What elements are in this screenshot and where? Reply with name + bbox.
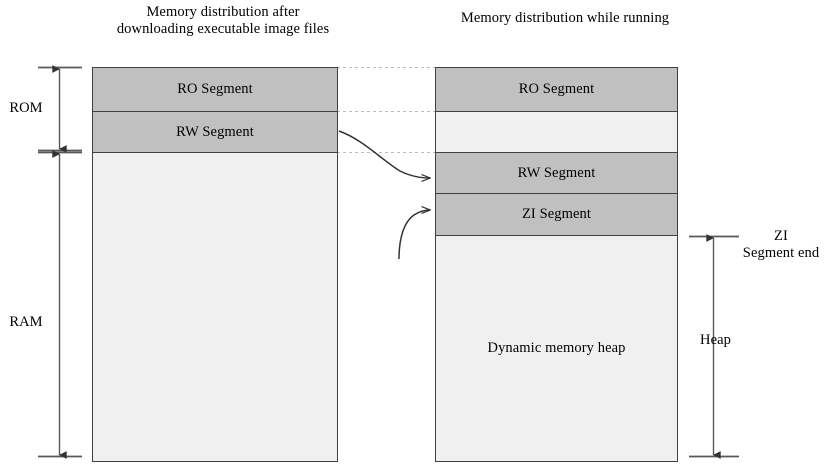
bracket-label-zi-segment-end: ZI Segment end xyxy=(733,228,829,262)
zi-segment-end-line1: ZI xyxy=(774,228,788,244)
bracket-ram xyxy=(38,150,82,459)
right-segment-zi: ZI Segment xyxy=(435,193,678,236)
left-column-title: Memory distribution after downloading ex… xyxy=(116,4,330,37)
right-column-title: Memory distribution while running xyxy=(460,10,670,26)
left-segment-rw: RW Segment xyxy=(92,111,338,153)
bracket-label-rom: ROM xyxy=(9,100,43,116)
rw-copy-arrow xyxy=(338,130,430,178)
right-segment-gap xyxy=(435,111,678,153)
zi-segment-end-line2: Segment end xyxy=(742,245,820,261)
zi-init-arrow xyxy=(398,210,430,260)
bracket-heap xyxy=(689,234,739,459)
right-segment-ro: RO Segment xyxy=(435,67,678,112)
bracket-label-heap: Heap xyxy=(700,332,731,348)
left-segment-ro: RO Segment xyxy=(92,67,338,112)
right-segment-rw: RW Segment xyxy=(435,152,678,194)
left-segment-free xyxy=(92,152,338,462)
bracket-label-ram: RAM xyxy=(9,314,43,330)
guide-lines xyxy=(337,66,436,154)
right-segment-heap: Dynamic memory heap xyxy=(435,235,678,462)
